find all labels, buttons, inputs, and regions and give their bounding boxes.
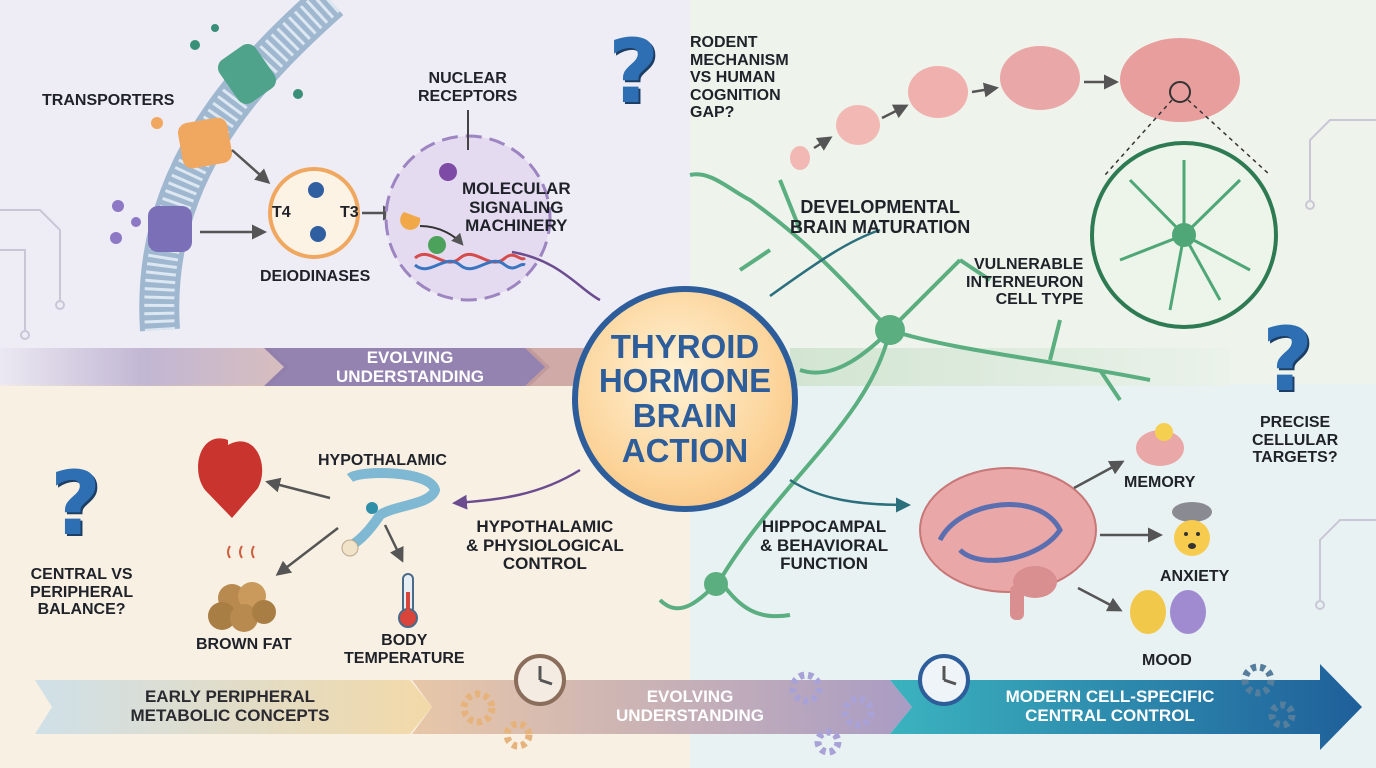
cellular-targets-question: PRECISE CELLULAR TARGETS? [1252, 414, 1339, 467]
nuclear-receptors-label: NUCLEAR RECEPTORS [418, 70, 518, 105]
memory-label: MEMORY [1124, 474, 1196, 491]
hippocampal-function-label: HIPPOCAMPAL & BEHAVIORAL FUNCTION [760, 517, 889, 574]
center-title: THYROID HORMONE BRAIN ACTION [598, 327, 772, 469]
hypothalamus-icon [341, 468, 441, 557]
interneuron-label: VULNERABLE INTERNEURON CELL TYPE [966, 256, 1084, 309]
hypothalamic-label: HYPOTHALAMIC [318, 452, 447, 469]
question-mark-icon: ? [608, 20, 660, 123]
timeline-stage1-band [35, 680, 432, 734]
mood-label: MOOD [1142, 652, 1192, 669]
question-mark-icon: ? [50, 452, 102, 555]
timeline-stage3-label: MODERN CELL-SPECIFIC CENTRAL CONTROL [1005, 687, 1215, 725]
anxiety-label: ANXIETY [1160, 568, 1230, 585]
brain-development-sequence [790, 38, 1240, 170]
clock-icon-1 [514, 654, 566, 706]
heart-icon [198, 438, 263, 518]
lightbulb-brain-icon [1136, 423, 1184, 466]
center-topic: THYROID HORMONE BRAIN ACTION [572, 286, 798, 512]
deiodinase-cycle [268, 167, 360, 259]
question-mark-icon: ? [1262, 308, 1314, 411]
transporters-label: TRANSPORTERS [42, 92, 175, 109]
brain-icon [919, 467, 1097, 620]
timeline-stage1-label: EARLY PERIPHERAL METABOLIC CONCEPTS [130, 687, 330, 725]
drama-masks-icon [1130, 590, 1206, 634]
brown-fat-icon [208, 545, 276, 632]
circuit-lines [0, 119, 1376, 610]
thermometer-icon [398, 573, 418, 628]
central-peripheral-question: CENTRAL VS PERIPHERAL BALANCE? [30, 566, 134, 619]
timeline-stage3-arrow [890, 664, 1362, 750]
molecular-signaling-label: MOLECULAR SIGNALING MACHINERY [462, 179, 571, 236]
body-temperature-label: BODY TEMPERATURE [344, 632, 465, 667]
band-fade-left [0, 348, 290, 386]
anxious-face-icon [1172, 502, 1212, 556]
transporter-proteins [148, 44, 277, 252]
t3-label: T3 [340, 204, 359, 221]
rodent-question-label: RODENT MECHANISM VS HUMAN COGNITION GAP? [690, 34, 789, 122]
deiodinases-label: DEIODINASES [260, 268, 371, 285]
developmental-maturation-label: DEVELOPMENTAL BRAIN MATURATION [790, 197, 971, 237]
evolving-band-top: EVOLVING UNDERSTANDING [336, 348, 484, 386]
timeline-stage2-label: EVOLVING UNDERSTANDING [616, 687, 764, 725]
clock-icon-2 [918, 654, 970, 706]
hypothalamic-control-label: HYPOTHALAMIC & PHYSIOLOGICAL CONTROL [466, 517, 624, 574]
t4-label: T4 [272, 204, 291, 221]
brown-fat-label: BROWN FAT [196, 636, 292, 653]
